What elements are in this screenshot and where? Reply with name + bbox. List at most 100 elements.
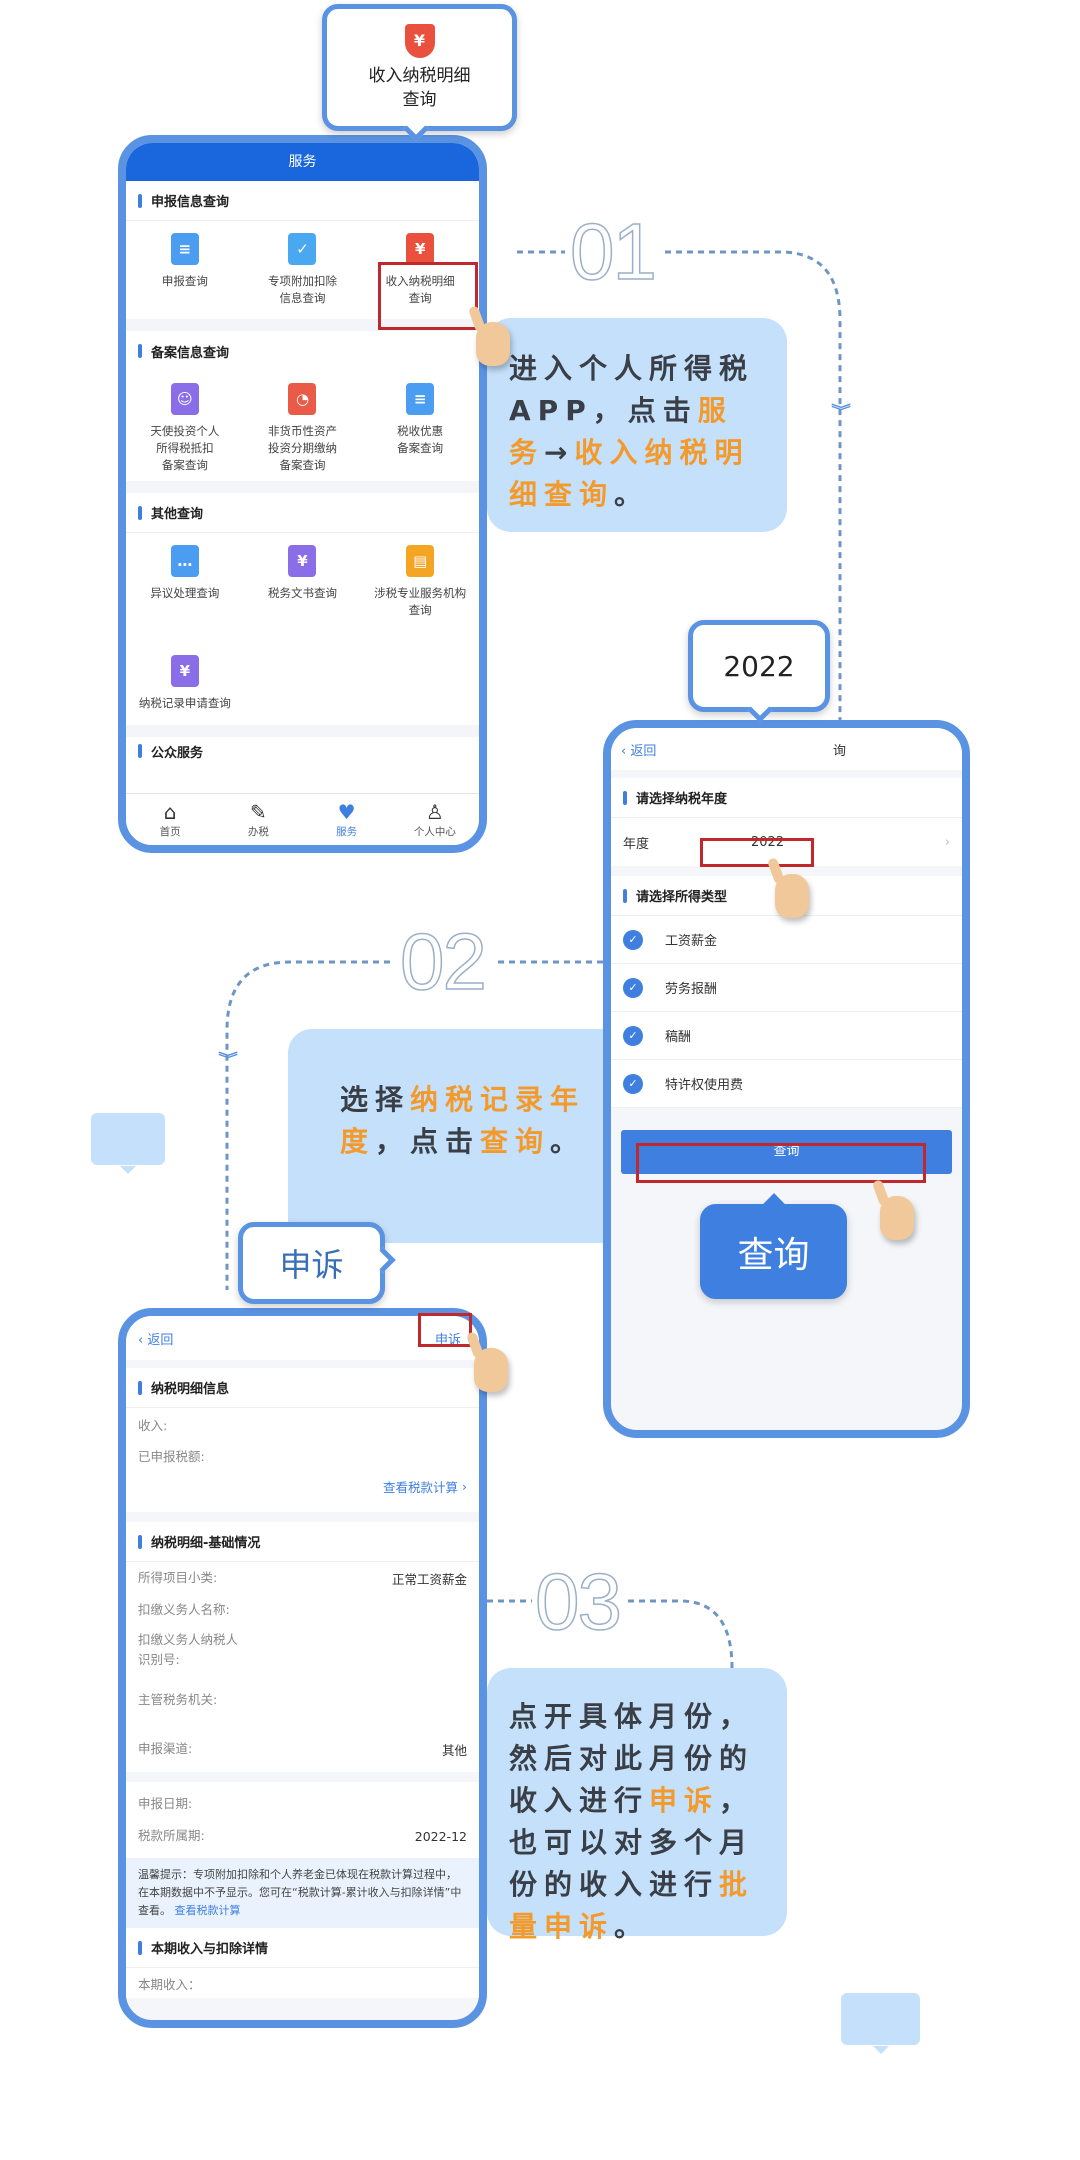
yen-book-icon: ¥ bbox=[288, 545, 317, 577]
instruction-text: ，也可以对多个月份的收入进行 bbox=[509, 1784, 755, 1901]
check-icon: ✓ bbox=[623, 1073, 643, 1094]
income-label: 收入: bbox=[138, 1417, 168, 1433]
decorative-chat-bubble bbox=[841, 1993, 920, 2054]
appeal-button[interactable]: 申诉 bbox=[434, 1332, 461, 1348]
detail-row: 扣缴义务人名称: bbox=[126, 1594, 479, 1626]
detail-key: 扣缴义务人名称: bbox=[138, 1602, 230, 1617]
section-title: 备案信息查询 bbox=[126, 331, 479, 371]
income-type-checkbox[interactable]: ✓劳务报酬 bbox=[611, 964, 962, 1012]
view-tax-calc-link[interactable]: 查看税款计算 bbox=[174, 1904, 241, 1917]
highlight-box bbox=[418, 1313, 472, 1347]
income-type-checkbox[interactable]: ✓特许权使用费 bbox=[611, 1060, 962, 1108]
declared-tax-label: 已申报税额: bbox=[138, 1448, 205, 1464]
pointing-hand-icon bbox=[880, 1196, 914, 1240]
person-search-icon: ☺ bbox=[170, 383, 199, 415]
detail-row: 申报日期: bbox=[126, 1788, 479, 1820]
callout-query: 查询 bbox=[700, 1193, 847, 1299]
back-label: 返回 bbox=[630, 743, 657, 759]
detail-key: 主管税务机关: bbox=[138, 1692, 218, 1707]
detail-value: 2022-12 bbox=[414, 1828, 467, 1844]
instruction-text: 。 bbox=[614, 478, 650, 511]
income-type-label: 劳务报酬 bbox=[665, 982, 718, 997]
service-item[interactable]: ◔ 非货币性资产 投资分期缴纳 备案查询 bbox=[244, 371, 362, 481]
service-item[interactable]: ▤涉税专业服务机构 查询 bbox=[361, 533, 479, 643]
tab-home[interactable]: ⌂首页 bbox=[126, 794, 214, 845]
decorative-chat-bubble bbox=[91, 1113, 165, 1174]
query-button[interactable]: 查询 bbox=[621, 1130, 952, 1174]
section-title: 请选择纳税年度 bbox=[611, 778, 962, 818]
tab-label: 服务 bbox=[336, 826, 358, 838]
detail-key: 所得项目小类: bbox=[138, 1570, 218, 1585]
service-item-label: 申报查询 bbox=[161, 274, 208, 288]
pointing-hand-icon bbox=[775, 874, 809, 918]
callout-text: 查询 bbox=[737, 1234, 810, 1276]
service-item[interactable]: …异议处理查询 bbox=[126, 533, 244, 643]
detail-row: 所得项目小类:正常工资薪金 bbox=[126, 1562, 479, 1594]
tab-label: 首页 bbox=[159, 826, 181, 838]
tab-label: 办税 bbox=[247, 826, 269, 838]
back-button[interactable]: ‹ 返回 bbox=[621, 743, 657, 759]
back-label: 返回 bbox=[147, 1332, 174, 1348]
edit-icon: ✎ bbox=[249, 800, 267, 824]
phone-services-screen: 服务 申报信息查询 ≡申报查询✓专项附加扣除 信息查询¥收入纳税明细 查询 备案… bbox=[118, 135, 487, 853]
pointing-hand-icon bbox=[474, 1348, 508, 1392]
user-icon: ♙ bbox=[425, 800, 444, 824]
tab-user[interactable]: ♙ 个人中心 bbox=[391, 794, 479, 845]
service-item[interactable]: ≡申报查询 bbox=[126, 221, 244, 319]
service-item[interactable]: ¥ 收入纳税明细 查询 bbox=[361, 221, 479, 319]
back-button[interactable]: ‹ 返回 bbox=[138, 1332, 174, 1348]
tab-label: 个人中心 bbox=[413, 826, 456, 838]
service-item[interactable]: ☺天使投资个人 所得税抵扣 备案查询 bbox=[126, 371, 244, 481]
detail-row: 扣缴义务人纳税人 识别号: bbox=[126, 1626, 479, 1674]
detail-row: 税款所属期: 2022-12 bbox=[126, 1820, 479, 1852]
step3-instruction: 点开具体月份，然后对此月份的收入进行申诉，也可以对多个月份的收入进行批量申诉。 bbox=[487, 1668, 787, 1943]
service-item[interactable]: ¥ 税务文书查询 bbox=[244, 533, 362, 643]
detail-key: 申报渠道: bbox=[138, 1741, 193, 1756]
instruction-text: 点开具体月份，然后对此月份的收入进行 bbox=[509, 1700, 755, 1817]
instruction-text: 。 bbox=[614, 1910, 650, 1943]
doc-search-icon: ≡ bbox=[406, 383, 435, 415]
income-type-label: 工资薪金 bbox=[665, 934, 718, 949]
tab-edit[interactable]: ✎ 办税 bbox=[214, 794, 302, 845]
pie-search-icon: ◔ bbox=[288, 383, 317, 415]
instruction-text: ，点击 bbox=[375, 1125, 481, 1158]
view-tax-calc-link[interactable]: 查看税款计算 › bbox=[383, 1478, 467, 1495]
tip-notice: 温馨提示：专项附加扣除和个人养老金已体现在税款计算过程中，在本期数据中不予显示。… bbox=[126, 1858, 479, 1928]
detail-key: 税款所属期: bbox=[138, 1828, 205, 1843]
current-income-label: 本期收入： bbox=[138, 1976, 201, 1992]
highlight-box bbox=[636, 1143, 926, 1183]
service-item[interactable]: ✓专项附加扣除 信息查询 bbox=[244, 221, 362, 319]
service-item-label: 异议处理查询 bbox=[150, 586, 220, 600]
callout-text: 申诉 bbox=[279, 1246, 344, 1284]
detail-key: 扣缴义务人纳税人 识别号: bbox=[138, 1632, 239, 1667]
clipboard-check-icon: ✓ bbox=[288, 233, 317, 265]
chevron-down-icon: ︾ bbox=[831, 404, 851, 420]
check-icon: ✓ bbox=[623, 929, 643, 950]
section-title: 纳税明细信息 bbox=[126, 1368, 479, 1408]
tab-heart-hands[interactable]: ♥服务 bbox=[303, 794, 391, 845]
service-item-label: 税务文书查询 bbox=[267, 586, 337, 600]
step-number: 03 bbox=[534, 1557, 622, 1646]
callout-year: 2022 bbox=[688, 620, 830, 723]
income-type-checkbox[interactable]: ✓ 工资薪金 bbox=[611, 916, 962, 964]
highlight-box bbox=[378, 262, 478, 330]
detail-value: 其他 bbox=[441, 1742, 467, 1758]
instruction-text: → bbox=[544, 436, 575, 469]
service-item-label: 收入纳税明细 查询 bbox=[385, 274, 455, 305]
shield-yen-icon: ¥ bbox=[406, 233, 435, 265]
detail-row: 主管税务机关: bbox=[126, 1674, 479, 1726]
income-type-checkbox[interactable]: ✓稿酬 bbox=[611, 1012, 962, 1060]
service-item-label: 税收优惠 备案查询 bbox=[397, 424, 444, 455]
highlight-text: 收入纳税明细查询 bbox=[509, 436, 750, 511]
pointing-hand-icon bbox=[476, 322, 510, 366]
highlight-text: 服务 bbox=[509, 394, 733, 469]
service-item[interactable]: ¥纳税记录申请查询 bbox=[126, 643, 244, 725]
service-item[interactable]: ≡ 税收优惠 备案查询 bbox=[361, 371, 479, 481]
section-title: 本期收入与扣除详情 bbox=[126, 1928, 479, 1968]
service-item-label: 非货币性资产 投资分期缴纳 备案查询 bbox=[267, 424, 337, 472]
chevron-right-icon: › bbox=[944, 834, 950, 850]
callout-income-tax-detail: ¥ 收入纳税明细 查询 bbox=[322, 4, 517, 142]
tip-text: 温馨提示：专项附加扣除和个人养老金已体现在税款计算过程中，在本期数据中不予显示。… bbox=[138, 1868, 462, 1917]
service-item-label: 纳税记录申请查询 bbox=[138, 696, 231, 710]
